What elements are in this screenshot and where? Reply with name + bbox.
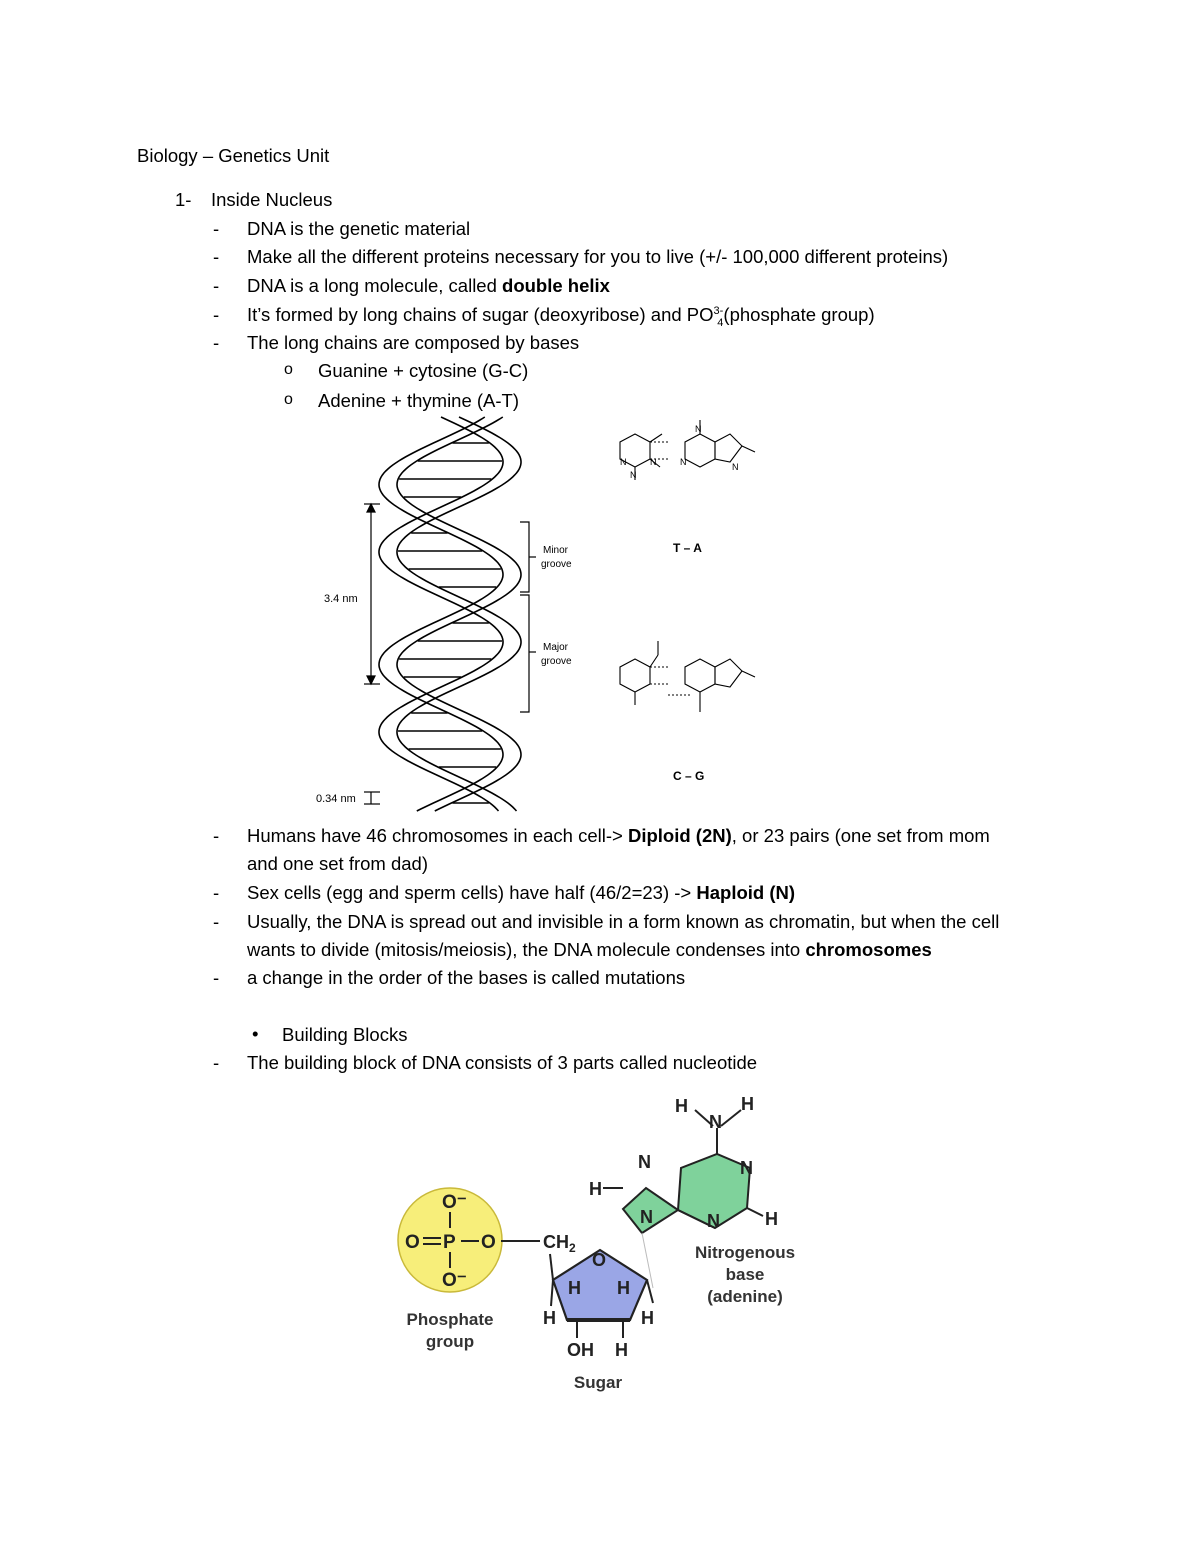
helix-strand <box>378 416 504 812</box>
list-item: The building block of DNA consists of 3 … <box>247 1052 758 1073</box>
bullet-marker: • <box>252 1023 259 1044</box>
dash-marker: - <box>213 218 220 239</box>
nucleotide-diagram: O⁻ O P O O⁻ Phosphate group CH2 O H H H … <box>397 1094 795 1392</box>
phosphate-o-right: O <box>481 1232 496 1253</box>
svg-text:N: N <box>620 457 627 467</box>
sub-list-item: Guanine + cytosine (G-C) <box>318 360 529 381</box>
thymine-adenine-structure <box>619 420 756 480</box>
base-purine-ring <box>621 1186 680 1235</box>
sugar-h: H <box>641 1308 654 1328</box>
list-item-continued: wants to divide (mitosis/meiosis), the D… <box>247 939 932 960</box>
section-heading: Inside Nucleus <box>211 189 333 210</box>
sugar-h: H <box>568 1278 581 1298</box>
helix-strand <box>378 416 504 812</box>
base-n: N <box>709 1112 722 1132</box>
dash-marker: - <box>213 882 220 903</box>
list-item: DNA is a long molecule, called double he… <box>247 275 610 296</box>
list-item: Sex cells (egg and sperm cells) have hal… <box>247 882 796 903</box>
phosphate-p: P <box>443 1232 456 1253</box>
sub-bullet-marker: o <box>284 361 293 378</box>
list-item: Humans have 46 chromosomes in each cell-… <box>247 825 990 846</box>
dash-marker: - <box>213 332 220 353</box>
pitch-label: 3.4 nm <box>324 593 358 605</box>
sugar-h: H <box>615 1340 628 1360</box>
cg-pair-label: C – G <box>673 769 704 783</box>
dash-marker: - <box>213 825 220 846</box>
phosphate-o-bottom: O⁻ <box>442 1270 467 1291</box>
list-item: a change in the order of the bases is ca… <box>247 967 686 988</box>
dash-marker: - <box>213 275 220 296</box>
helix-strand <box>396 416 522 812</box>
base-h: H <box>765 1209 778 1229</box>
nitrogenous-base-label: Nitrogenous <box>695 1243 795 1262</box>
nitrogenous-base-label: base <box>726 1265 765 1284</box>
helix-strand <box>396 416 522 812</box>
phosphate-group-label: group <box>426 1332 474 1351</box>
list-item: It’s formed by long chains of sugar (deo… <box>247 304 875 329</box>
list-item: The long chains are composed by bases <box>247 332 580 353</box>
phosphate-o-left: O <box>405 1232 420 1253</box>
dash-marker: - <box>213 1052 220 1073</box>
section-number: 1- <box>175 189 192 210</box>
list-item-continued: and one set from dad) <box>247 853 428 874</box>
base-n: N <box>638 1152 651 1172</box>
base-n: N <box>640 1207 653 1227</box>
phosphate-o-top: O⁻ <box>442 1192 467 1213</box>
svg-text:N: N <box>630 470 637 480</box>
major-groove-label: Major <box>543 642 569 653</box>
dash-marker: - <box>213 246 220 267</box>
svg-text:N: N <box>680 457 687 467</box>
dna-double-helix-figure: 3.4 nm 0.34 nm Minor groove Major groove… <box>316 416 756 812</box>
phosphate-group-label: Phosphate <box>407 1310 494 1329</box>
list-item: Usually, the DNA is spread out and invis… <box>247 911 1000 932</box>
ta-pair-label: T – A <box>673 541 702 555</box>
svg-text:N: N <box>732 462 739 472</box>
nitrogenous-base-label: (adenine) <box>707 1287 783 1306</box>
minor-groove-label: groove <box>541 559 572 570</box>
svg-text:N: N <box>695 424 702 434</box>
cytosine-guanine-structure <box>619 641 756 712</box>
sugar-h: H <box>543 1308 556 1328</box>
base-h: H <box>741 1094 754 1114</box>
rise-label: 0.34 nm <box>316 793 356 805</box>
sugar-o: O <box>592 1250 606 1270</box>
list-item: Make all the different proteins necessar… <box>247 246 949 267</box>
sugar-oh: OH <box>567 1340 594 1360</box>
svg-text:N: N <box>650 457 657 467</box>
base-h: H <box>675 1096 688 1116</box>
dash-marker: - <box>213 967 220 988</box>
dash-marker: - <box>213 911 220 932</box>
dash-marker: - <box>213 304 220 325</box>
sub-list-item: Adenine + thymine (A-T) <box>318 390 520 411</box>
sugar-h: H <box>617 1278 630 1298</box>
sub-bullet-marker: o <box>284 391 293 408</box>
base-n: N <box>740 1158 753 1178</box>
subheading: Building Blocks <box>282 1024 408 1045</box>
minor-groove-label: Minor <box>543 545 569 556</box>
sugar-label: Sugar <box>574 1373 623 1392</box>
major-groove-label: groove <box>541 656 572 667</box>
page-title: Biology – Genetics Unit <box>137 145 330 166</box>
base-h: H <box>589 1179 602 1199</box>
base-n: N <box>707 1211 720 1231</box>
ch2-label: CH2 <box>543 1232 576 1255</box>
list-item: DNA is the genetic material <box>247 218 471 239</box>
